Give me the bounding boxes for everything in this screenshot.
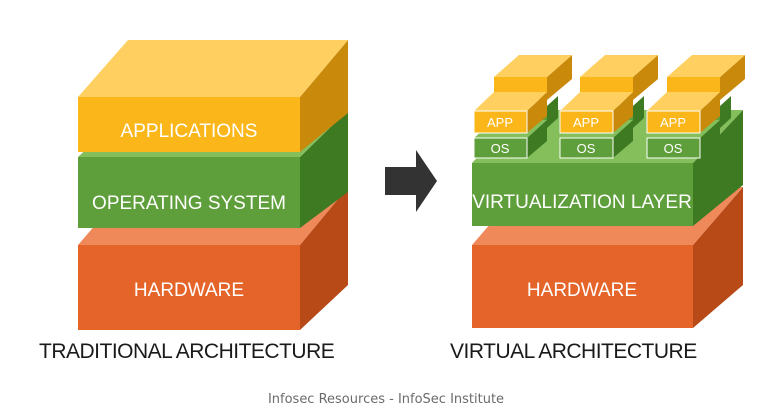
virtualization-layer-label: VIRTUALIZATION LAYER <box>472 192 692 213</box>
vm-stack-3: OS APP <box>646 92 720 159</box>
traditional-hardware-label: HARDWARE <box>134 280 244 301</box>
vm-os-label: OS <box>491 141 510 156</box>
vm-app-label: APP <box>487 115 513 130</box>
traditional-architecture: HARDWARE OPERATING SYSTEM APPLICATIONS T… <box>39 40 348 363</box>
vm-back-row <box>494 55 745 100</box>
traditional-applications-label: APPLICATIONS <box>121 121 258 142</box>
virtual-hardware-label: HARDWARE <box>527 280 637 301</box>
vm-app-label: APP <box>573 115 599 130</box>
vm-os-label: OS <box>664 141 683 156</box>
virtual-architecture: HARDWARE VIRTUALIZATION LAYER <box>450 55 745 363</box>
vm-app-label: APP <box>660 115 686 130</box>
vm-os-label: OS <box>577 141 596 156</box>
traditional-applications-block: APPLICATIONS <box>78 40 348 152</box>
traditional-architecture-caption: TRADITIONAL ARCHITECTURE <box>39 340 335 363</box>
image-credit: Infosec Resources - InfoSec Institute <box>267 392 505 407</box>
vm-stack-2: OS APP <box>559 92 633 159</box>
virtual-architecture-caption: VIRTUAL ARCHITECTURE <box>450 340 697 363</box>
right-arrow-icon <box>385 150 437 212</box>
traditional-os-label: OPERATING SYSTEM <box>92 193 286 214</box>
vm-stack-1: OS APP <box>473 92 547 159</box>
